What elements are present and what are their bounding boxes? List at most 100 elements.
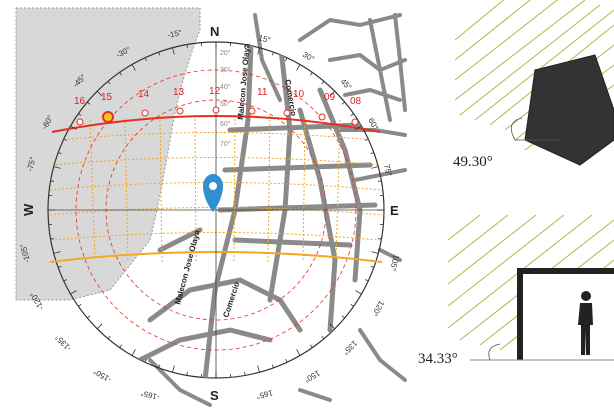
azimuth-tick — [341, 101, 345, 105]
hour-marker — [176, 107, 184, 115]
azimuth-label: -165° — [140, 388, 161, 401]
azimuth-tick — [310, 72, 313, 76]
building-interior — [521, 272, 614, 360]
person-figure — [578, 291, 593, 355]
hour-label: 16 — [74, 96, 86, 107]
shadow-zone — [15, 7, 201, 301]
hour-marker — [212, 106, 220, 114]
azimuth-tick — [131, 64, 136, 71]
hour-marker — [248, 107, 256, 115]
azimuth-label: 165° — [255, 388, 273, 401]
location-pin-icon — [203, 174, 223, 212]
hour-marker-highlight — [102, 111, 114, 123]
azimuth-tick — [70, 125, 77, 130]
hour-label: 10 — [293, 89, 305, 100]
cardinal-west: W — [21, 203, 36, 216]
azimuth-tick — [355, 290, 362, 295]
hour-label: 08 — [350, 96, 362, 107]
plan-section: 49.30° — [453, 0, 614, 170]
altitude-labels: 20° 30° 40° 50° 60° 70° — [220, 49, 231, 148]
azimuth-tick — [257, 47, 260, 55]
azimuth-tick — [355, 125, 362, 130]
cardinal-east: E — [390, 203, 399, 218]
hour-marker — [141, 109, 149, 117]
azimuth-tick — [119, 72, 122, 76]
azimuth-tick — [186, 371, 188, 376]
azimuth-tick — [53, 251, 61, 254]
hour-marker — [76, 118, 84, 126]
azimuth-tick — [50, 180, 55, 182]
street-label-secondary-lower: Comercio — [221, 281, 241, 319]
azimuth-tick — [50, 238, 55, 240]
azimuth-ticks — [48, 42, 384, 378]
azimuth-label: 15° — [258, 33, 272, 45]
azimuth-tick — [63, 138, 68, 141]
hour-markers — [76, 106, 359, 126]
cardinal-north: N — [210, 24, 219, 39]
hour-marker — [318, 113, 326, 121]
azimuth-tick — [144, 358, 147, 363]
altitude-label: 50° — [220, 100, 231, 108]
azimuth-label: 105° — [388, 254, 401, 272]
azimuth-tick — [341, 315, 345, 319]
hour-label: 14 — [138, 89, 150, 100]
azimuth-tick — [63, 279, 68, 282]
plan-angle-arc — [510, 117, 523, 141]
azimuth-label: -75° — [25, 156, 37, 173]
azimuth-tick — [296, 349, 301, 356]
azimuth-tick — [370, 265, 375, 268]
azimuth-label: 45° — [339, 77, 354, 92]
hour-marker — [283, 109, 291, 117]
altitude-label: 70° — [220, 140, 231, 148]
azimuth-label: 150° — [303, 368, 322, 384]
azimuth-tick — [78, 113, 82, 116]
azimuth-tick — [310, 344, 313, 348]
elevation-section: 34.33° — [418, 214, 614, 367]
azimuth-tick — [119, 344, 122, 348]
azimuth-tick — [244, 44, 246, 49]
azimuth-label: -15° — [167, 28, 183, 40]
azimuth-label: 120° — [370, 299, 386, 318]
azimuth-tick — [296, 64, 301, 71]
azimuth-tick — [371, 166, 379, 169]
altitude-label: 30° — [220, 66, 231, 74]
azimuth-tick — [329, 90, 336, 97]
azimuth-tick — [57, 152, 62, 155]
azimuth-tick — [244, 371, 246, 376]
plan-building — [524, 54, 614, 166]
azimuth-tick — [350, 113, 354, 116]
azimuth-tick — [377, 238, 382, 240]
azimuth-tick — [158, 51, 161, 56]
azimuth-tick — [96, 90, 103, 97]
azimuth-label: 30° — [301, 50, 316, 64]
azimuth-tick — [350, 304, 354, 307]
altitude-label: 40° — [220, 83, 231, 91]
azimuth-label: -135° — [53, 333, 73, 353]
azimuth-tick — [53, 166, 61, 169]
cardinal-south: S — [210, 388, 219, 403]
azimuth-tick — [285, 358, 288, 363]
azimuth-tick — [271, 51, 274, 56]
azimuth-tick — [172, 365, 175, 373]
sun-path-diagram: 16 15 14 13 12 11 10 09 08 20° 30° 40° 5… — [15, 7, 407, 407]
azimuth-tick — [172, 47, 175, 55]
azimuth-tick — [370, 152, 375, 155]
azimuth-tick — [70, 290, 77, 295]
azimuth-tick — [364, 138, 369, 141]
azimuth-tick — [285, 57, 288, 62]
hour-labels: 16 15 14 13 12 11 10 09 08 — [74, 86, 362, 107]
azimuth-tick — [87, 315, 91, 319]
azimuth-tick — [57, 265, 62, 268]
altitude-label: 60° — [220, 120, 231, 128]
azimuth-tick — [158, 364, 161, 369]
azimuth-tick — [144, 57, 147, 62]
altitude-label: 20° — [220, 49, 231, 57]
plan-angle-label: 49.30° — [453, 154, 493, 170]
hour-label: 12 — [209, 86, 221, 97]
azimuth-tick — [87, 101, 91, 105]
azimuth-tick — [271, 364, 274, 369]
azimuth-label: -150° — [92, 367, 113, 384]
hour-label: 13 — [173, 87, 185, 98]
azimuth-tick — [96, 323, 103, 330]
